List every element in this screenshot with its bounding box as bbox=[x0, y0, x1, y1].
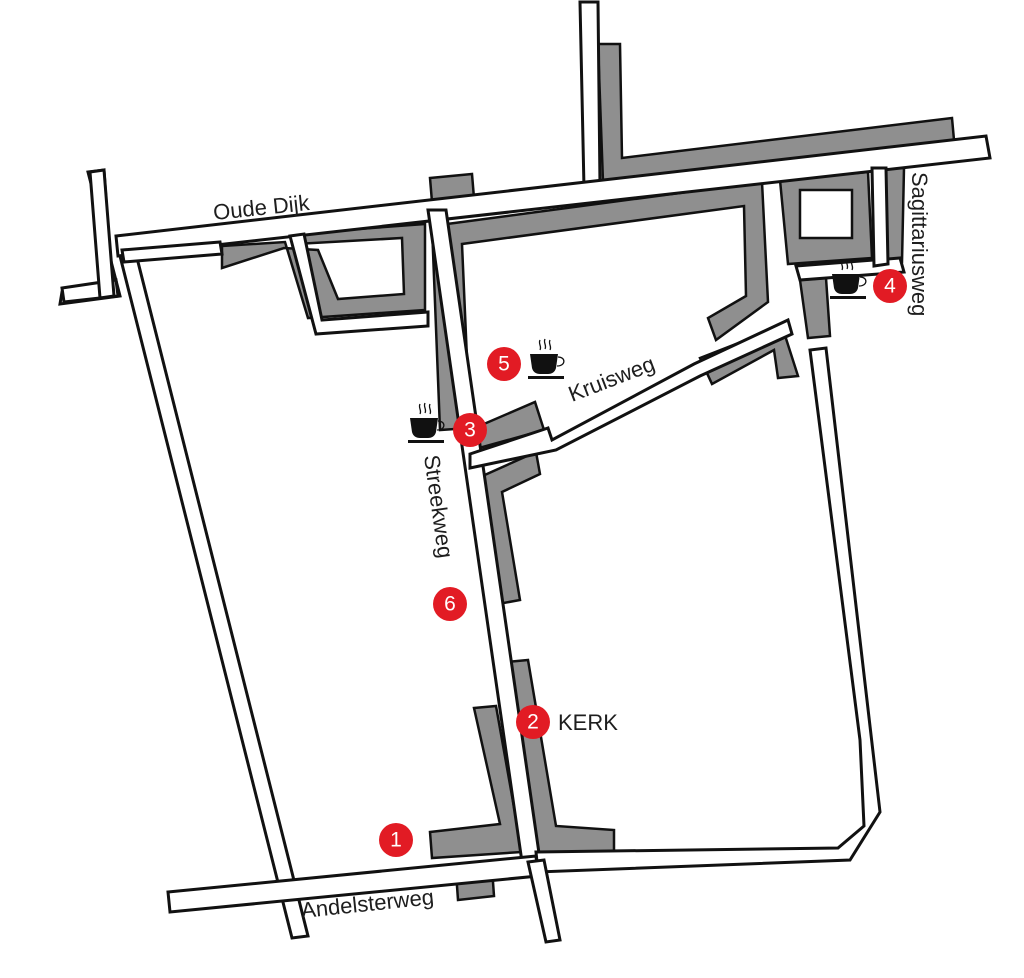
coffee-cup-icon bbox=[830, 258, 867, 299]
marker-3[interactable]: 3 bbox=[453, 413, 487, 447]
building-north-west bbox=[220, 222, 427, 320]
marker-1[interactable]: 1 bbox=[379, 823, 413, 857]
road-oude-dijk bbox=[114, 134, 992, 258]
marker-number: 6 bbox=[444, 593, 456, 616]
marker-number: 1 bbox=[390, 829, 402, 852]
road-south bbox=[526, 858, 562, 944]
road-kruisweg bbox=[468, 317, 794, 470]
marker-5[interactable]: 5 bbox=[487, 347, 521, 381]
marker-number: 3 bbox=[464, 419, 476, 442]
marker-4[interactable]: 4 bbox=[873, 269, 907, 303]
road-andelsterweg-east bbox=[534, 346, 882, 874]
coffee-cup-icon bbox=[528, 338, 565, 379]
map-markers: 1 2 3 4 5 6 bbox=[379, 269, 907, 857]
marker-6[interactable]: 6 bbox=[433, 587, 467, 621]
roads bbox=[58, 0, 992, 944]
marker-2[interactable]: 2 bbox=[516, 705, 550, 739]
marker-number: 2 bbox=[527, 711, 539, 734]
marker-number: 4 bbox=[884, 275, 896, 298]
marker-number: 5 bbox=[498, 353, 510, 376]
building-andelsterweg-north bbox=[428, 704, 524, 860]
coffee-cup-icon bbox=[408, 402, 445, 443]
street-label-sagittariusweg: Sagittariusweg bbox=[907, 172, 932, 316]
street-label-streekweg: Streekweg bbox=[419, 453, 458, 559]
road-west bbox=[118, 252, 310, 940]
road-north bbox=[578, 0, 602, 190]
landmark-label-kerk: KERK bbox=[558, 710, 618, 735]
building-sagittarius-west bbox=[798, 276, 832, 340]
